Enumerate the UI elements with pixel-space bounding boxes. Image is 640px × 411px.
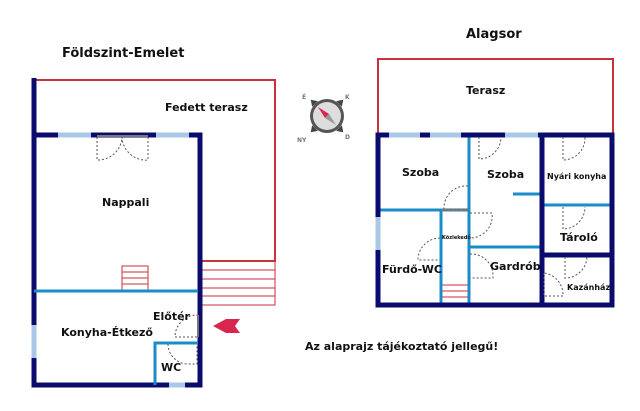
room-label-boiler-room: Kazánház (567, 283, 610, 292)
compass-west: NY (297, 137, 307, 144)
room-label-covered-terrace: Fedett terasz (165, 101, 248, 114)
disclaimer-text: Az alaprajz tájékoztató jellegű! (305, 340, 498, 353)
room-label-room-2: Szoba (487, 168, 524, 181)
room-label-bathroom-wc: Fürdő-WC (382, 263, 442, 276)
room-label-storage: Tároló (560, 231, 598, 244)
basement-doors (417, 136, 588, 297)
entrance-arrow-icon (213, 319, 240, 333)
basement-stairs (442, 284, 468, 298)
compass-icon: É K D NY (297, 93, 350, 144)
compass-south: D (345, 134, 350, 141)
room-label-room-1: Szoba (402, 166, 439, 179)
terrace-double-door (96, 135, 149, 161)
compass-north: É (302, 93, 306, 101)
room-label-wc: WC (161, 361, 181, 374)
room-label-terrace: Terasz (466, 84, 505, 97)
room-label-summer-kitchen: Nyári konyha (547, 172, 606, 181)
ground-floor-plan: Földszint-Emelet (31, 46, 276, 388)
room-label-corridor: Közlekedő (442, 235, 471, 241)
entrance-door (174, 314, 199, 338)
interior-stairs (121, 265, 149, 292)
room-label-hall: Előtér (153, 310, 191, 323)
basement-windows (375, 132, 538, 250)
basement-plan: Alagsor (375, 27, 615, 308)
compass-east: K (345, 94, 350, 101)
basement-exterior-walls (375, 132, 615, 308)
wc-door (167, 343, 198, 365)
windows (31, 132, 189, 388)
partitions (378, 136, 612, 303)
basement-title: Alagsor (466, 27, 522, 42)
terrace-stairs (200, 260, 276, 306)
terrace-outline (377, 58, 614, 135)
room-label-living-room: Nappali (102, 196, 149, 209)
wc-wall (153, 341, 198, 385)
room-label-kitchen-dining: Konyha-Étkező (61, 326, 153, 339)
room-label-wardrobe: Gardrób (490, 260, 541, 273)
ground-floor-title: Földszint-Emelet (62, 46, 184, 61)
